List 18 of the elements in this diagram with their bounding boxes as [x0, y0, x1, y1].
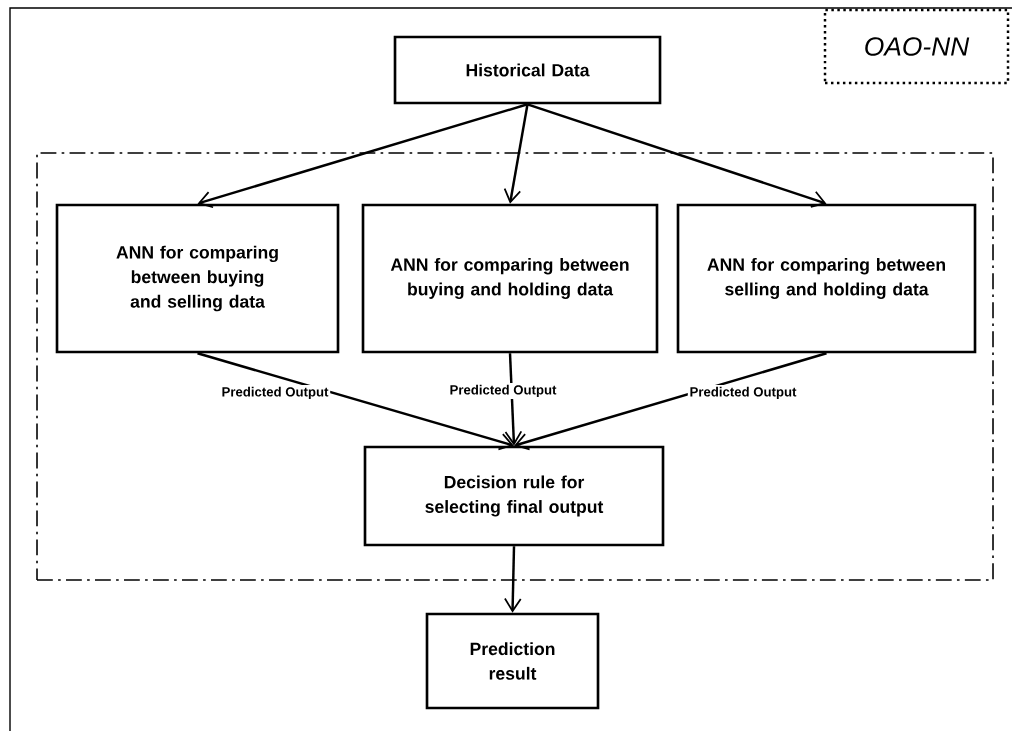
arrow	[197, 103, 528, 209]
arrow	[527, 103, 827, 208]
process-box: Prediction result	[425, 612, 600, 710]
arrow	[503, 104, 529, 204]
arrow	[197, 352, 514, 451]
title-tag: OAO-NN	[823, 8, 1010, 85]
arrow	[514, 352, 827, 451]
group-region	[36, 152, 994, 581]
edge-label: Predicted Output	[447, 383, 559, 399]
edge-label: Predicted Output	[687, 385, 799, 401]
edge-label: Predicted Output	[219, 385, 331, 401]
arrow	[504, 546, 522, 613]
process-box: Historical Data	[393, 35, 662, 105]
process-box: ANN for comparing between buying and holding data	[361, 203, 659, 354]
process-box: ANN for comparing between selling and holding data	[676, 203, 977, 354]
process-box: ANN for comparing between buying and selling data	[55, 203, 340, 354]
arrow	[504, 353, 523, 446]
process-box: Decision rule for selecting final output	[363, 445, 665, 547]
